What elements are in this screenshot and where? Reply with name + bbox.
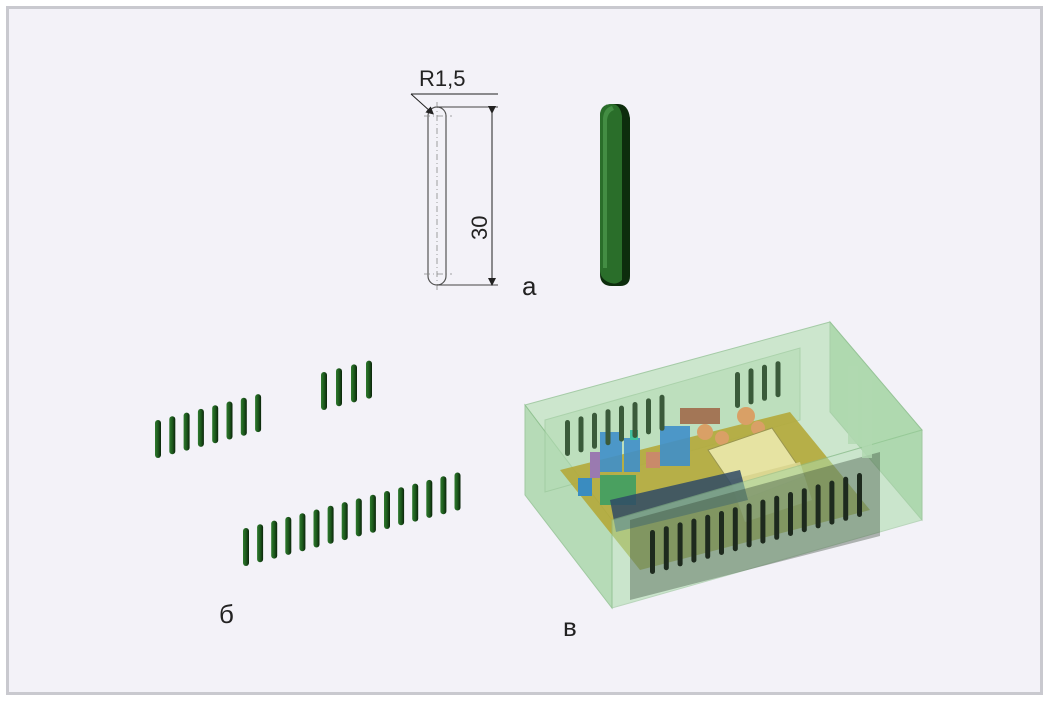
slot <box>351 364 357 403</box>
enclosure-slot <box>843 476 849 521</box>
enclosure-slot <box>857 473 862 517</box>
slot <box>226 401 233 440</box>
slot <box>398 487 405 526</box>
enclosure-slot <box>632 402 638 438</box>
slot <box>355 498 362 537</box>
slot <box>240 397 247 436</box>
slot <box>299 513 306 552</box>
enclosure-slot <box>775 361 781 398</box>
slot <box>313 509 320 548</box>
enclosure-slot <box>801 488 807 533</box>
radius-leader-arrow <box>410 93 434 115</box>
slot <box>212 405 219 444</box>
enclosure-slot <box>663 526 669 571</box>
panel-label-v: в <box>563 612 577 642</box>
slot <box>412 483 419 522</box>
enclosure-slot <box>565 420 570 456</box>
slot <box>169 416 176 455</box>
slot <box>271 520 278 559</box>
slot <box>285 516 292 555</box>
enclosure-slot <box>815 484 821 529</box>
enclosure-slot <box>788 492 793 536</box>
enclosure-slot <box>774 495 780 540</box>
panel-label-a: a <box>522 271 537 301</box>
enclosure-slot <box>659 394 665 431</box>
enclosure-slot <box>650 530 655 574</box>
slot-group-16 <box>243 472 461 566</box>
slot <box>243 528 249 566</box>
figure-frame <box>6 6 1043 695</box>
enclosure-slot <box>829 480 835 525</box>
panel-label-b: б <box>219 599 234 629</box>
radius-label: R1,5 <box>419 66 465 91</box>
slot <box>336 368 342 407</box>
enclosure-slot <box>762 364 767 401</box>
enclosure-slot <box>592 412 597 449</box>
enclosure-front-slots <box>650 473 862 574</box>
enclosure-slot <box>619 405 624 442</box>
slot <box>255 394 262 433</box>
enclosure-back-slots <box>565 394 665 456</box>
slot <box>426 479 433 518</box>
slot-3d-model <box>600 104 630 286</box>
slot-drawing <box>410 93 498 290</box>
enclosure-slot <box>735 372 740 408</box>
slot <box>369 494 376 533</box>
enclosure-slot <box>748 368 754 405</box>
slot <box>155 420 161 458</box>
enclosure-back-slots-right <box>735 361 781 408</box>
slot <box>440 476 447 515</box>
enclosure-slot <box>705 514 711 559</box>
enclosure-model <box>524 320 923 610</box>
enclosure-slot <box>605 409 611 446</box>
enclosure-slot <box>677 522 683 567</box>
slot <box>327 505 334 544</box>
slot <box>341 502 348 541</box>
slot <box>257 524 264 563</box>
slot-group-4 <box>321 360 372 410</box>
slot <box>197 408 204 447</box>
enclosure-slot <box>760 499 766 544</box>
enclosure-slot <box>691 518 697 563</box>
enclosure-slot <box>732 507 738 552</box>
length-label: 30 <box>467 216 492 240</box>
slot <box>321 372 327 410</box>
slot-group-8 <box>155 394 262 458</box>
enclosure-slot <box>646 398 651 435</box>
slot <box>183 412 190 451</box>
enclosure-slot <box>746 503 752 548</box>
enclosure-slot <box>719 511 724 555</box>
enclosure-slot <box>578 416 584 453</box>
slot <box>384 491 390 529</box>
slot <box>366 360 372 399</box>
slot <box>454 472 461 511</box>
